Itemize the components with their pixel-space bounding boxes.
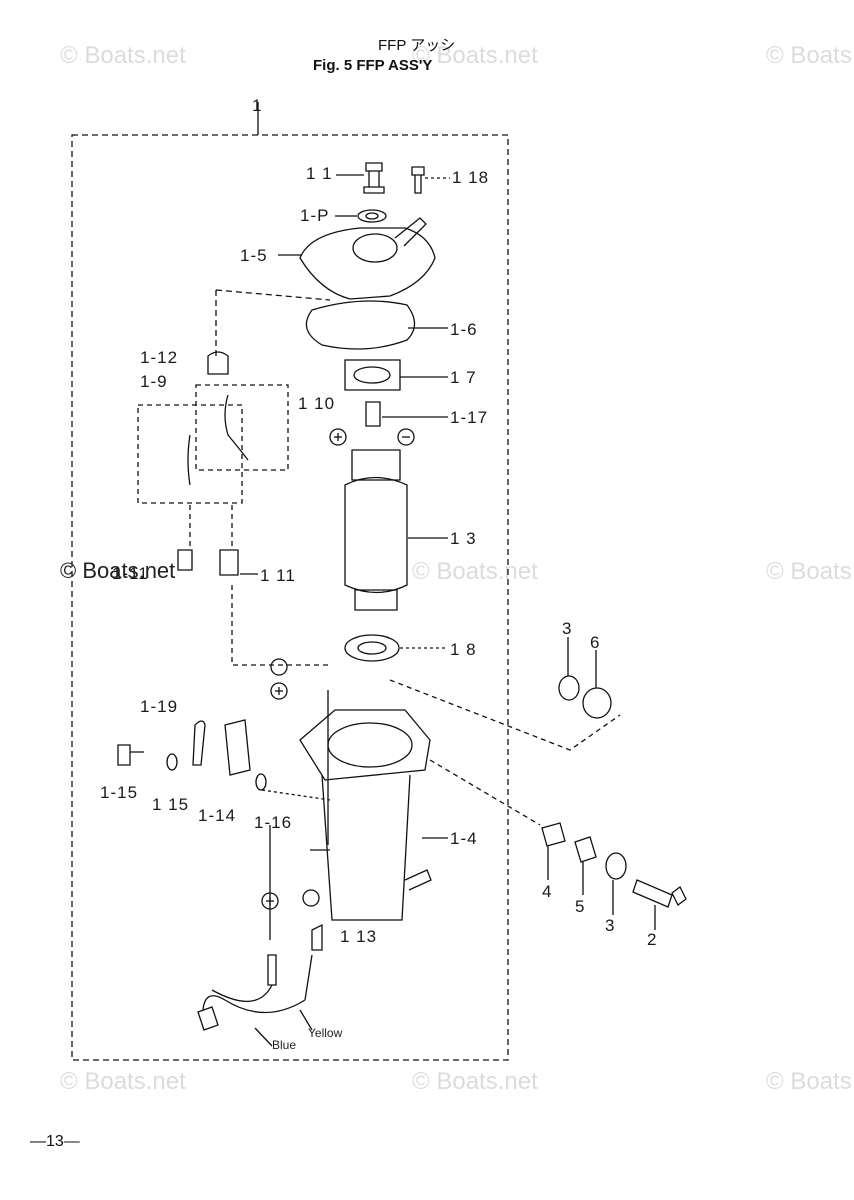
callout-label: 1-12 — [140, 348, 179, 367]
callout-label: 1-P — [300, 206, 330, 225]
callout-label: 4 — [542, 882, 553, 901]
page-number: —13— — [30, 1133, 80, 1150]
watermark: © Boats.net — [412, 1068, 538, 1095]
callout-label: 1-16 — [254, 813, 293, 832]
watermark: © Boats.net — [412, 42, 538, 69]
callout-label: 1 10 — [298, 394, 336, 413]
callout-label: 1 8 — [450, 640, 477, 659]
callout-label: 1 1 — [306, 164, 333, 183]
figure-title: Fig. 5 FFP ASS'Y — [313, 57, 433, 74]
callout-label: 1 15 — [152, 795, 190, 814]
callout-label: 1 3 — [450, 529, 477, 548]
callout-label: 1 13 — [340, 927, 378, 946]
callout-label: 1 11 — [260, 566, 296, 585]
wire-label-blue: Blue — [272, 1038, 297, 1052]
callout-label: 1-6 — [450, 320, 478, 339]
callout-label: 1 18 — [452, 168, 490, 187]
callout-label: 1-17 — [450, 408, 489, 427]
callout-label: 3 — [562, 619, 573, 638]
callout-label: 1-9 — [140, 372, 168, 391]
watermark: © Boats.net — [766, 558, 854, 585]
callout-label: 1-15 — [100, 783, 139, 802]
callout-label: 6 — [590, 633, 601, 652]
callout-label: 1-19 — [140, 697, 179, 716]
callout-label: 1-5 — [240, 246, 268, 265]
callout-label: 1 7 — [450, 368, 477, 387]
callout-label: 1 — [252, 96, 263, 115]
wire-label-yellow: Yellow — [308, 1026, 343, 1040]
callout-label: 1-4 — [450, 829, 478, 848]
watermark: © Boats.net — [412, 558, 538, 585]
callout-label: 1-14 — [198, 806, 237, 825]
watermark: © Boats.net — [60, 42, 186, 69]
callout-label: 2 — [647, 930, 658, 949]
callout-label: 1-11 — [112, 564, 149, 583]
watermark: © Boats.net — [60, 1068, 186, 1095]
watermark: © Boats.net — [766, 1068, 854, 1095]
figure-title-japanese: FFP アッシ — [378, 37, 456, 54]
callout-label: 3 — [605, 916, 616, 935]
watermark: © Boats.net — [60, 558, 176, 583]
watermark: © Boats.net — [766, 42, 854, 69]
callout-label: 5 — [575, 897, 586, 916]
